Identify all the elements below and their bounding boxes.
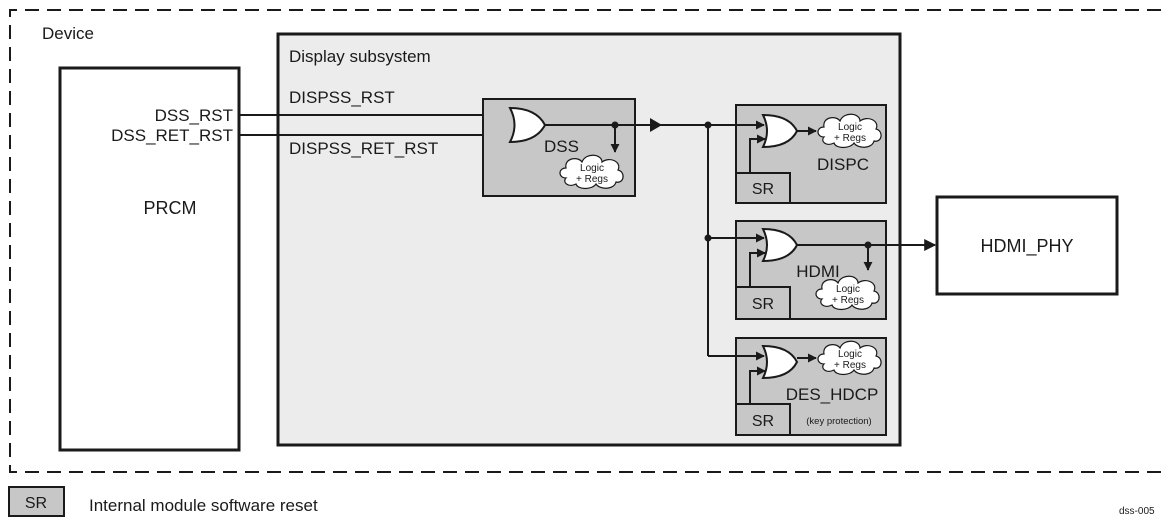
prcm-block — [58, 66, 241, 452]
hdmi-sr-label: SR — [752, 296, 774, 313]
des-hdcp-sr-box — [735, 403, 791, 436]
dispc-sr-feed — [749, 134, 766, 173]
hdmi-logic-line1: Logic — [836, 284, 860, 295]
dss-logic-cloud: Logic + Regs — [559, 154, 624, 190]
des-hdcp-note: (key protection) — [806, 416, 871, 427]
dss-output-arrow — [650, 118, 662, 132]
des-hdcp-sr-feed — [749, 366, 766, 404]
device-boundary — [9, 9, 1161, 473]
legend-sr-box — [8, 486, 65, 517]
legend-sr-symbol: SR — [25, 495, 47, 512]
des-hdcp-label: DES_HDCP — [786, 385, 879, 404]
signal-dispss-ret-rst: DISPSS_RET_RST — [289, 139, 438, 158]
dss-label: DSS — [544, 137, 579, 156]
signal-dispss-rst: DISPSS_RST — [289, 88, 395, 107]
device-label: Device — [42, 24, 94, 43]
dss-or-gate — [508, 106, 547, 144]
hdmi-phy-block — [935, 195, 1119, 296]
legend-text: Internal module software reset — [89, 496, 318, 515]
dss-logic-line1: Logic — [580, 163, 604, 174]
hdmi-logic-cloud: Logic + Regs — [815, 275, 880, 311]
dispc-logic-line1: Logic — [838, 122, 862, 133]
des-hdcp-sr-label: SR — [752, 413, 774, 430]
dispc-or-gate — [761, 113, 799, 149]
dss-logic-line2: + Regs — [576, 174, 608, 185]
des-hdcp-or-gate — [761, 344, 799, 380]
des-hdcp-logic-line1: Logic — [838, 349, 862, 360]
des-hdcp-logic-line2: + Regs — [834, 360, 866, 371]
hdmi-logic-line2: + Regs — [832, 295, 864, 306]
dispc-logic-cloud: Logic + Regs — [817, 113, 882, 149]
hdmi-phy-label: HDMI_PHY — [980, 236, 1073, 257]
figure-id: dss-005 — [1119, 506, 1155, 517]
subsystem-label: Display subsystem — [289, 47, 431, 66]
dispc-label: DISPC — [817, 155, 869, 174]
dispc-sr-label: SR — [752, 181, 774, 198]
des-hdcp-logic-cloud: Logic + Regs — [817, 340, 882, 376]
hdmi-label: HDMI — [796, 262, 839, 281]
dispc-sr-box — [735, 172, 791, 204]
prcm-port-dss-rst: DSS_RST — [155, 106, 233, 125]
hdmi-or-gate — [761, 227, 799, 263]
prcm-port-dss-ret-rst: DSS_RET_RST — [111, 126, 233, 145]
hdmi-sr-feed — [749, 248, 766, 287]
dispc-logic-line2: + Regs — [834, 133, 866, 144]
prcm-label: PRCM — [144, 198, 197, 218]
hdmi-sr-box — [735, 286, 791, 320]
